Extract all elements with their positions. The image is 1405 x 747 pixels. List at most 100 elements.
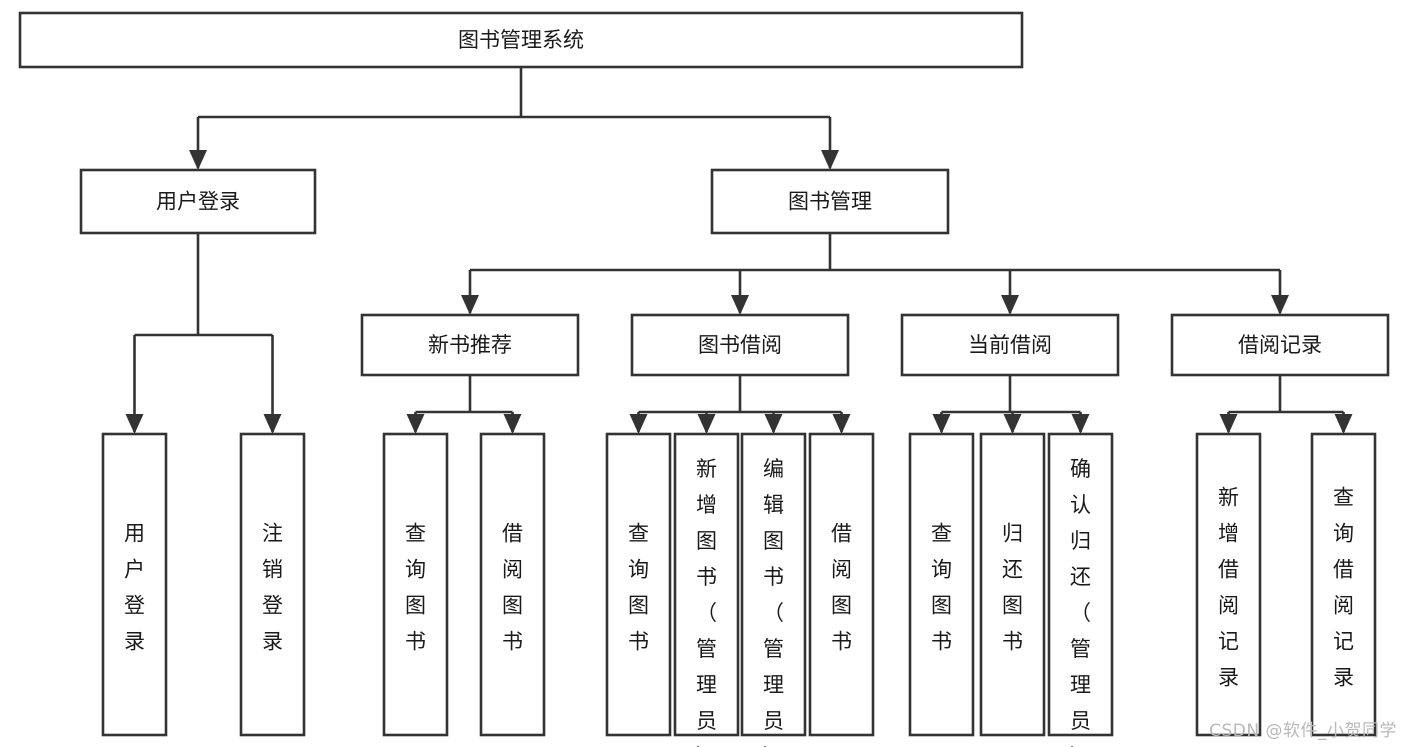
svg-text:）: ） (696, 745, 717, 747)
node-level2-图书管理[interactable] (710, 168, 950, 235)
svg-text:书: 书 (1002, 630, 1023, 654)
svg-text:记: 记 (1218, 630, 1239, 654)
arrow-icon-借阅记录-leaf-1 (1334, 414, 1353, 434)
node-leaf-2-查询图书[interactable] (382, 432, 449, 737)
node-level3-图书借阅-rect[interactable] (630, 313, 850, 377)
node-level3-当前借阅[interactable] (900, 313, 1120, 377)
svg-text:书: 书 (405, 630, 426, 654)
node-level3-新书推荐[interactable] (360, 313, 580, 377)
svg-text:确: 确 (1070, 457, 1091, 481)
svg-text:图: 图 (763, 529, 784, 553)
svg-text:认: 认 (1070, 493, 1091, 517)
node-leaf-7-借阅图书-rect[interactable] (808, 432, 875, 737)
node-level3-借阅记录-rect[interactable] (1170, 313, 1390, 377)
svg-text:借: 借 (1218, 558, 1239, 582)
svg-text:询: 询 (628, 558, 649, 582)
node-leaf-5-新增图书管理员[interactable] (673, 432, 740, 737)
node-leaf-12-查询借阅记录[interactable] (1310, 432, 1377, 737)
svg-text:（: （ (696, 601, 717, 625)
svg-text:）: ） (763, 745, 784, 747)
svg-text:图: 图 (405, 594, 426, 618)
node-leaf-12-查询借阅记录-rect[interactable] (1310, 432, 1377, 737)
svg-text:阅: 阅 (831, 558, 852, 582)
node-leaf-1-注销登录-rect[interactable] (239, 432, 306, 737)
svg-text:录: 录 (1333, 666, 1354, 690)
svg-text:图: 图 (931, 594, 952, 618)
svg-text:书: 书 (831, 630, 852, 654)
svg-text:录: 录 (124, 630, 145, 654)
node-leaf-6-编辑图书管理员[interactable] (740, 432, 807, 737)
svg-text:销: 销 (262, 558, 283, 582)
node-leaf-8-查询图书-rect[interactable] (908, 432, 975, 737)
svg-text:新: 新 (1218, 486, 1239, 510)
svg-text:辑: 辑 (763, 493, 784, 517)
svg-text:图: 图 (1002, 594, 1023, 618)
node-level3-借阅记录[interactable] (1170, 313, 1390, 377)
node-leaf-9-归还图书[interactable] (979, 432, 1046, 737)
svg-text:新: 新 (696, 457, 717, 481)
svg-text:查: 查 (1333, 486, 1354, 510)
svg-text:管: 管 (1070, 637, 1091, 661)
arrow-icon-图书借阅-leaf-3 (832, 414, 851, 434)
arrow-icon-用户登录-leaf-0 (125, 414, 144, 434)
node-level3-图书借阅-label: 图书借阅 (698, 333, 782, 357)
svg-text:借: 借 (502, 522, 523, 546)
svg-text:书: 书 (696, 565, 717, 589)
node-leaf-10-确认归还管理员[interactable] (1047, 432, 1114, 737)
node-leaf-0-用户登录-label: 用户登录 (124, 522, 145, 654)
arrow-icon-mgmt-child-2 (1001, 295, 1019, 315)
node-leaf-9-归还图书-rect[interactable] (979, 432, 1046, 737)
node-leaf-8-查询图书[interactable] (908, 432, 975, 737)
svg-text:询: 询 (405, 558, 426, 582)
node-leaf-4-查询图书-rect[interactable] (605, 432, 672, 737)
svg-text:询: 询 (931, 558, 952, 582)
node-leaf-11-新增借阅记录-rect[interactable] (1195, 432, 1262, 737)
node-level3-当前借阅-rect[interactable] (900, 313, 1120, 377)
svg-text:归: 归 (1070, 529, 1091, 553)
svg-text:登: 登 (262, 594, 283, 618)
node-level2-用户登录-label: 用户登录 (156, 190, 240, 214)
node-level3-新书推荐-rect[interactable] (360, 313, 580, 377)
arrow-icon-新书推荐-leaf-1 (503, 414, 522, 434)
node-leaf-0-用户登录[interactable] (101, 432, 168, 737)
node-leaf-6-编辑图书管理员-rect[interactable] (740, 432, 807, 737)
arrow-icon-借阅记录-leaf-0 (1219, 414, 1238, 434)
node-level2-用户登录[interactable] (79, 168, 317, 235)
connector-layer (125, 67, 1353, 434)
node-level2-图书管理-label: 图书管理 (788, 190, 872, 214)
arrow-icon-root-child-0 (189, 150, 207, 170)
node-leaf-3-借阅图书-rect[interactable] (479, 432, 546, 737)
node-leaf-5-新增图书管理员-rect[interactable] (673, 432, 740, 737)
node-leaf-7-借阅图书[interactable] (808, 432, 875, 737)
svg-text:管: 管 (763, 637, 784, 661)
svg-text:阅: 阅 (502, 558, 523, 582)
node-leaf-11-新增借阅记录[interactable] (1195, 432, 1262, 737)
svg-text:书: 书 (502, 630, 523, 654)
arrow-icon-当前借阅-leaf-1 (1003, 414, 1022, 434)
node-leaf-1-注销登录[interactable] (239, 432, 306, 737)
node-leaf-4-查询图书[interactable] (605, 432, 672, 737)
node-root-图书管理系统-rect[interactable] (18, 11, 1024, 69)
svg-text:员: 员 (1070, 709, 1091, 733)
svg-text:图: 图 (628, 594, 649, 618)
arrow-icon-图书借阅-leaf-2 (764, 414, 783, 434)
node-leaf-0-用户登录-rect[interactable] (101, 432, 168, 737)
node-level2-用户登录-rect[interactable] (79, 168, 317, 235)
node-level3-新书推荐-label: 新书推荐 (428, 333, 512, 357)
arrow-icon-mgmt-child-1 (731, 295, 749, 315)
svg-text:询: 询 (1333, 522, 1354, 546)
node-level2-图书管理-rect[interactable] (710, 168, 950, 235)
node-level3-图书借阅[interactable] (630, 313, 850, 377)
svg-text:（: （ (1070, 601, 1091, 625)
arrow-icon-用户登录-leaf-1 (263, 414, 282, 434)
node-leaf-3-借阅图书[interactable] (479, 432, 546, 737)
svg-text:书: 书 (763, 565, 784, 589)
node-leaf-2-查询图书-rect[interactable] (382, 432, 449, 737)
svg-text:户: 户 (124, 558, 145, 582)
node-leaf-10-确认归还管理员-rect[interactable] (1047, 432, 1114, 737)
node-root-图书管理系统[interactable] (18, 11, 1024, 69)
